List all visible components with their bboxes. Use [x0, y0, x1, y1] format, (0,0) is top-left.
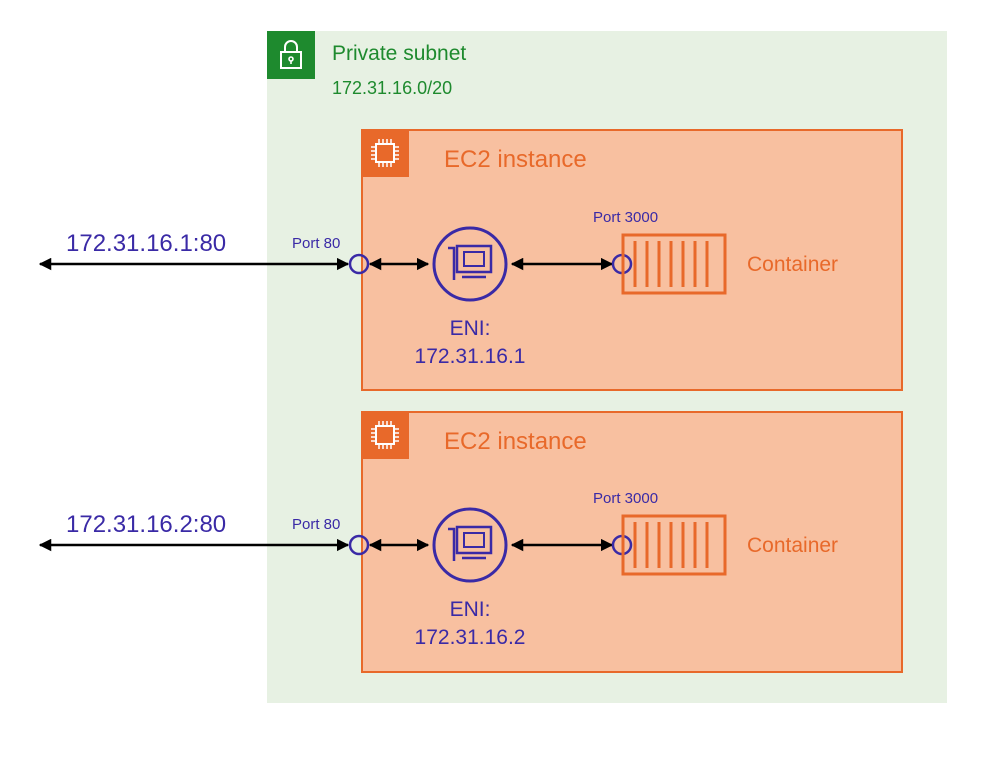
container-port-label-2: Port 3000 — [593, 490, 659, 507]
host-port-label-1: Port 80 — [292, 235, 341, 252]
subnet-title: Private subnet — [332, 42, 467, 65]
network-card-icon — [432, 226, 508, 302]
host-port-marker-1 — [348, 253, 370, 275]
container-label-1: Container — [747, 253, 839, 276]
eni-title: ENI: — [449, 598, 491, 621]
host-port-marker-2 — [348, 534, 370, 556]
eni-label-1: ENI: 172.31.16.1 — [400, 315, 540, 371]
lock-icon — [280, 40, 302, 69]
ec2-instance-group-2 — [361, 411, 903, 673]
container-icon — [621, 514, 727, 576]
ec2-instance-group-1 — [361, 129, 903, 391]
chip-icon — [371, 421, 399, 449]
subnet-cidr: 172.31.16.0/20 — [332, 78, 453, 98]
subnet-badge — [267, 31, 315, 79]
ec2-instance-title-2: EC2 instance — [444, 428, 587, 455]
host-port-label-2: Port 80 — [292, 516, 341, 533]
eni-ip: 172.31.16.2 — [414, 626, 526, 649]
container-port-label-1: Port 3000 — [593, 209, 659, 226]
ec2-badge-1 — [361, 129, 409, 177]
container-label-2: Container — [747, 534, 839, 557]
external-address-2: 172.31.16.2:80 — [66, 511, 227, 538]
ec2-instance-title-1: EC2 instance — [444, 146, 587, 173]
eni-ip: 172.31.16.1 — [414, 345, 526, 368]
chip-icon — [371, 139, 399, 167]
container-icon — [621, 233, 727, 295]
external-address-1: 172.31.16.1:80 — [66, 230, 227, 257]
eni-label-2: ENI: 172.31.16.2 — [400, 596, 540, 652]
eni-title: ENI: — [449, 317, 491, 340]
ec2-badge-2 — [361, 411, 409, 459]
network-card-icon — [432, 507, 508, 583]
